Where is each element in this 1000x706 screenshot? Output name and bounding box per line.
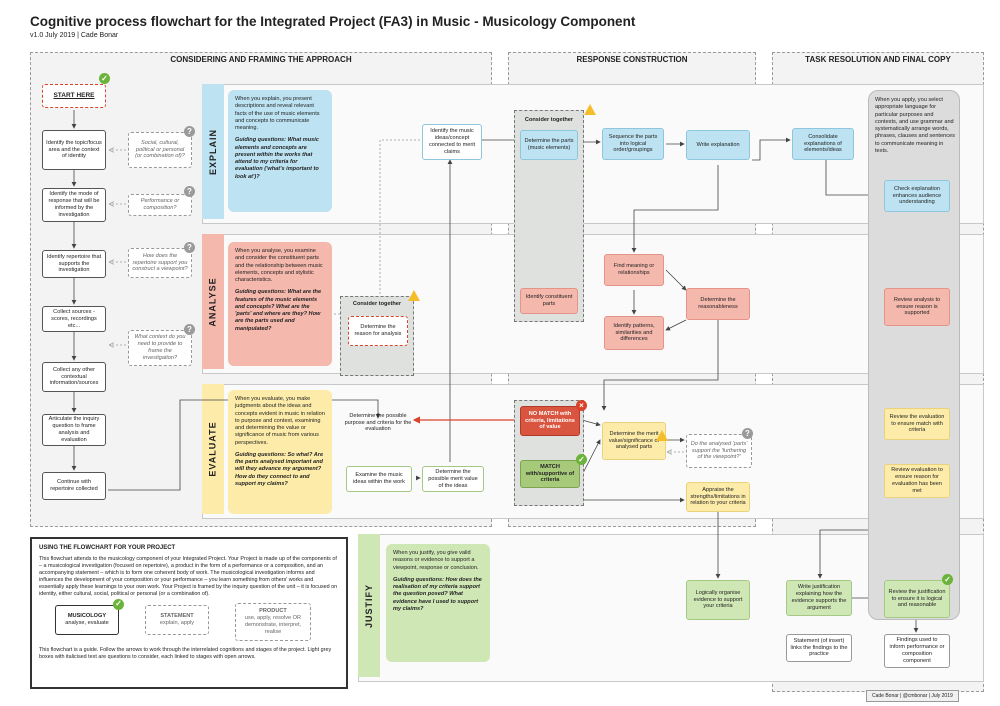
question-icon: ? (184, 186, 195, 197)
apply-panel (868, 90, 960, 620)
page-title: Cognitive process flowchart for the Inte… (30, 14, 636, 29)
review-analysis: Review analysis to ensure reason is supp… (884, 288, 950, 326)
step-identify-mode: Identify the mode of response that will … (42, 188, 106, 222)
question-icon: ? (742, 428, 753, 439)
question-repertoire: How does the repertoire support you cons… (128, 248, 192, 278)
warning-icon (408, 290, 420, 301)
zone-approach-heading: CONSIDERING AND FRAMING THE APPROACH (170, 55, 352, 64)
description-evaluate: When you evaluate, you make judgments ab… (228, 390, 332, 514)
check-icon: ✓ (99, 73, 110, 84)
question-context-type: Social, cultural, political or personal … (128, 132, 192, 168)
match-node: MATCH with/supportive of criteria (520, 460, 580, 488)
description-apply: When you apply, you select appropriate l… (875, 97, 955, 154)
step-continue: Continue with repertoire collected (42, 472, 106, 500)
logically-organise: Logically organise evidence to support y… (686, 580, 750, 620)
determine-reasonableness: Determine the reasonableness (686, 288, 750, 320)
stage-justify: JUSTIFY (358, 534, 380, 677)
close-icon: × (576, 400, 587, 411)
lane-evaluate (202, 384, 984, 519)
step-identify-repertoire: Identify repertoire that supports the in… (42, 250, 106, 278)
check-explanation: Check explanation enhances audience unde… (884, 180, 950, 212)
appraise-strengths: Appraise the strengths/limitations in re… (686, 482, 750, 512)
question-context-framing: What context do you need to provide to f… (128, 330, 192, 366)
sequence-parts: Sequence the parts into logical order/gr… (602, 128, 664, 160)
identify-music-ideas: Identify the music ideas/concept connect… (422, 124, 482, 160)
step-identify-topic: Identify the topic/focus area and the co… (42, 130, 106, 170)
description-explain: When you explain, you present descriptio… (228, 90, 332, 212)
page-subtitle: v1.0 July 2019 | Cade Bonar (30, 32, 119, 39)
question-icon: ? (184, 242, 195, 253)
stage-explain: EXPLAIN (202, 84, 224, 219)
write-justification: Write justification explaining how the e… (786, 580, 852, 616)
determine-merit-value-ideas: Determine the possible merit value of th… (422, 466, 484, 492)
examine-ideas: Examine the music ideas within the work (346, 466, 412, 492)
description-justify: When you justify, you give valid reasons… (386, 544, 490, 662)
using-flowchart-box: USING THE FLOWCHART FOR YOUR PROJECT Thi… (30, 537, 348, 689)
using-paragraph-2: This flowchart is a guide. Follow the ar… (39, 646, 332, 660)
using-paragraph-1: This flowchart attends to the musicology… (39, 555, 338, 597)
consolidate-explanations: Consolidate explanations of elements/ide… (792, 128, 854, 160)
write-explanation: Write explanation (686, 130, 750, 160)
step-articulate-question: Articulate the inquiry question to frame… (42, 414, 106, 446)
using-heading: USING THE FLOWCHART FOR YOUR PROJECT (39, 545, 176, 551)
question-icon: ? (184, 324, 195, 335)
determine-purpose: Determine the possible purpose and crite… (344, 412, 412, 433)
zone-construction-heading: RESPONSE CONSTRUCTION (576, 55, 688, 64)
review-evaluation-reason: Review evaluation to ensure reason for e… (884, 464, 950, 498)
statement-links: Statement (of insert) links the findings… (786, 634, 852, 662)
step-collect-context: Collect any other contextual information… (42, 362, 106, 392)
check-icon: ✓ (942, 574, 953, 585)
stage-evaluate: EVALUATE (202, 384, 224, 514)
question-mode: Performance or composition? (128, 194, 192, 216)
determine-reason: Determine the reason for analysis (348, 316, 408, 346)
determine-merit: Determine the merit value/significance o… (602, 422, 666, 460)
warning-icon (584, 104, 596, 115)
findings-used: Findings used to inform performance or c… (884, 634, 950, 668)
identify-constituent-parts: Identify constituent parts (520, 288, 578, 314)
identify-patterns: Identify patterns, similarities and diff… (604, 316, 664, 350)
review-justification: Review the justification to ensure it is… (884, 580, 950, 618)
step-collect-sources: Collect sources - scores, recordings etc… (42, 306, 106, 332)
credit: Cade Bonar | @cmbonar | July 2019 (866, 690, 959, 702)
check-icon: ✓ (576, 454, 587, 465)
question-merit: Do the analysed 'parts' support the 'fur… (686, 434, 752, 468)
question-icon: ? (184, 126, 195, 137)
stage-analyse: ANALYSE (202, 234, 224, 369)
consider-together-label: Consider together (524, 117, 574, 123)
determine-parts: Determine the parts (music elements) (520, 130, 578, 160)
zone-resolution-heading: TASK RESOLUTION AND FINAL COPY (805, 55, 951, 64)
description-analyse: When you analyse, you examine and consid… (228, 242, 332, 366)
check-icon: ✓ (113, 598, 124, 610)
start-here: START HERE (42, 84, 106, 108)
warning-icon (656, 430, 668, 441)
review-evaluation-match: Review the evaluation to ensure match wi… (884, 408, 950, 440)
find-meaning: Find meaning or relationships (604, 254, 664, 286)
no-match-node: NO MATCH with criteria, limitations of v… (520, 406, 580, 436)
consider-together-label: Consider together (352, 301, 402, 307)
